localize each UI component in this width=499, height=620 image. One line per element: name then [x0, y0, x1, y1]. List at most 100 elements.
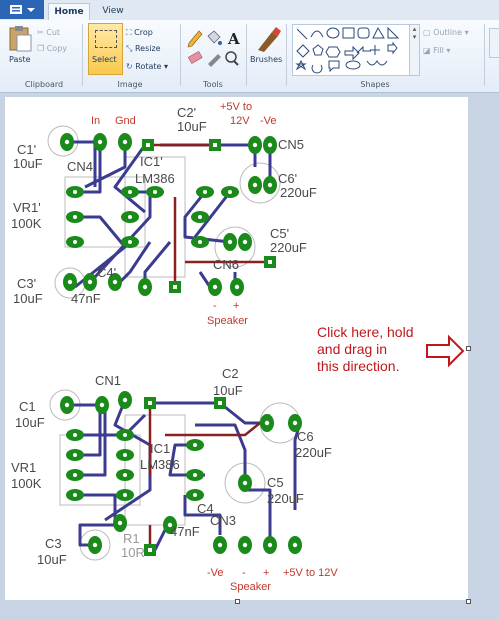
fill-icon: ◪ — [423, 46, 431, 55]
select-label: Select — [92, 55, 117, 64]
ribbon: Paste ✂ Cut ❐ Copy Clipboard Select ⛶ Cr… — [0, 20, 499, 93]
label: Gnd — [115, 115, 136, 127]
label: - — [242, 567, 246, 579]
copy-button[interactable]: ❐ Copy — [37, 44, 67, 53]
label: C1 — [19, 399, 36, 414]
outline-icon: ▢ — [423, 28, 431, 37]
resize-handle-right[interactable] — [466, 346, 471, 351]
label: CN6 — [213, 257, 239, 272]
select-button[interactable]: Select — [88, 23, 123, 75]
label: 10uF — [13, 156, 43, 171]
label: CN1 — [95, 373, 121, 388]
label: 220uF — [267, 491, 304, 506]
canvas[interactable]: C1' 10uF In Gnd C2' 10uF +5V to 12V -Ve … — [5, 97, 468, 600]
pencil-icon — [187, 30, 203, 48]
label: CN3 — [210, 513, 236, 528]
cut-icon: ✂ — [37, 28, 44, 37]
scroll-down-icon[interactable]: ▾ — [412, 33, 417, 41]
resize-icon: ⤡ — [126, 44, 133, 53]
paste-button[interactable]: Paste — [9, 55, 31, 64]
separator — [82, 24, 83, 86]
rotate-label: Rotate — [135, 62, 162, 71]
label: 100K — [11, 476, 42, 491]
label: C5' — [270, 226, 289, 241]
annotation-line-1: Click here, hold — [317, 324, 414, 340]
fill-label: Fill — [433, 46, 444, 55]
label: IC1 — [150, 441, 170, 456]
resize-handle-bottom[interactable] — [235, 599, 240, 604]
tab-view[interactable]: View — [102, 6, 124, 16]
tools-group-label: Tools — [203, 80, 223, 89]
label: +5V to — [220, 101, 252, 113]
brushes-button[interactable]: Brushes — [250, 55, 283, 64]
label: Speaker — [230, 581, 271, 593]
label: C4' — [97, 265, 116, 280]
label: CN4 — [67, 159, 93, 174]
svg-text:A: A — [227, 30, 240, 48]
label: C3' — [17, 276, 36, 291]
label: 47nF — [170, 524, 200, 539]
label: 220uF — [270, 240, 307, 255]
app-menu-button[interactable] — [0, 0, 44, 19]
label: Speaker — [207, 315, 248, 327]
rotate-button[interactable]: ↻ Rotate ▾ — [126, 62, 169, 71]
label: C2 — [222, 366, 239, 381]
label: CN5 — [278, 137, 304, 152]
crop-label: Crop — [134, 28, 153, 37]
canvas-area: C1' 10uF In Gnd C2' 10uF +5V to 12V -Ve … — [0, 93, 499, 620]
label: 10uF — [13, 291, 43, 306]
resize-button[interactable]: ⤡ Resize — [126, 44, 161, 54]
label: 12V — [230, 115, 250, 127]
scroll-up-icon[interactable]: ▴ — [412, 25, 417, 33]
drag-annotation: Click here, hold and drag in this direct… — [317, 324, 465, 374]
ribbon-tab-bar: Home View — [0, 0, 499, 21]
label: 10R — [121, 545, 145, 560]
label: 10uF — [177, 119, 207, 134]
copy-icon: ❐ — [37, 44, 45, 53]
label: C2' — [177, 105, 196, 120]
shapes-gallery[interactable] — [292, 24, 412, 76]
label: 220uF — [280, 185, 317, 200]
resize-handle-corner[interactable] — [466, 599, 471, 604]
circuit-image: C1' 10uF In Gnd C2' 10uF +5V to 12V -Ve … — [11, 101, 465, 593]
label: C4 — [197, 501, 214, 516]
menu-icon — [10, 5, 35, 14]
label: C6 — [297, 429, 314, 444]
brushes-icon[interactable] — [252, 24, 282, 54]
label: + — [263, 567, 269, 579]
shapes-scroll[interactable]: ▴ ▾ — [409, 24, 420, 76]
label: -Ve — [207, 567, 224, 579]
cut-button[interactable]: ✂ Cut — [37, 28, 60, 37]
eraser-icon — [187, 50, 203, 64]
image-group-label: Image — [117, 80, 143, 89]
outline-button[interactable]: ▢ Outline ▾ — [423, 28, 469, 37]
shapes-group-label: Shapes — [360, 80, 390, 89]
separator — [286, 24, 287, 86]
label: VR1' — [13, 200, 41, 215]
tab-home[interactable]: Home — [48, 3, 90, 20]
resize-label: Resize — [134, 44, 161, 53]
tools-icons[interactable]: A — [186, 28, 242, 68]
label: +5V to 12V — [283, 567, 338, 579]
crop-icon: ⛶ — [126, 28, 132, 37]
separator — [180, 24, 181, 86]
clipboard-group-label: Clipboard — [24, 80, 64, 89]
label: 220uF — [295, 445, 332, 460]
separator — [484, 24, 485, 86]
label: LM386 — [135, 171, 175, 186]
color-picker-icon — [208, 54, 221, 67]
bottom-circuit: CN1 C2 10uF C1 10uF IC1 LM386 C6 220uF V… — [11, 366, 338, 593]
rotate-icon: ↻ — [126, 62, 133, 71]
crop-button[interactable]: ⛶ Crop — [126, 28, 153, 38]
annotation-line-3: this direction. — [317, 358, 399, 374]
fill-button[interactable]: ◪ Fill ▾ — [423, 46, 451, 55]
label: R1 — [123, 531, 140, 546]
size-button[interactable] — [489, 28, 499, 58]
label: 10uF — [37, 552, 67, 567]
label: C5 — [267, 475, 284, 490]
label: VR1 — [11, 460, 36, 475]
label: 10uF — [15, 415, 45, 430]
paste-icon[interactable] — [8, 24, 34, 58]
label: C1' — [17, 142, 36, 157]
separator — [246, 24, 247, 86]
